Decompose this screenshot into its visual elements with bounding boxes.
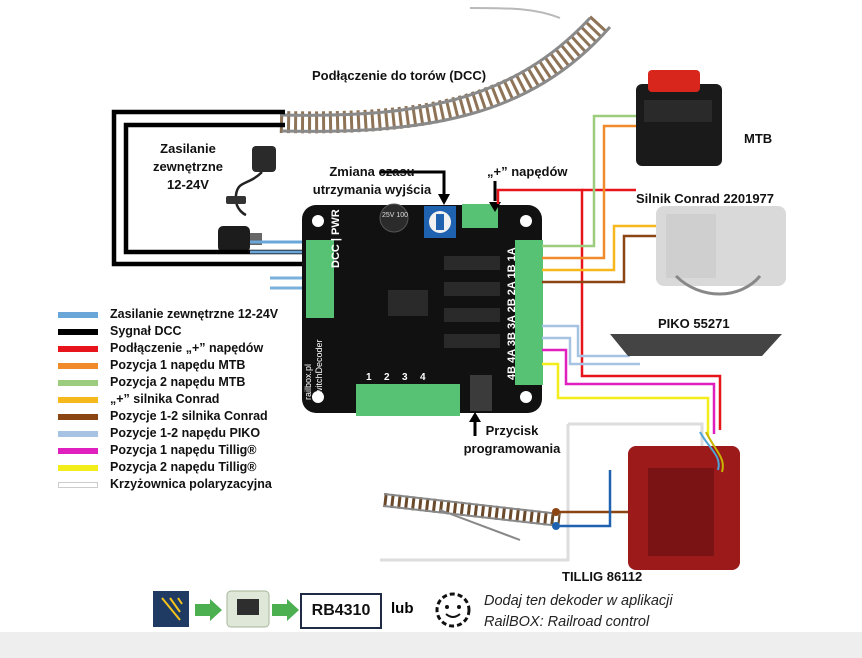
legend-label: Pozycja 1 napędu MTB xyxy=(110,358,246,372)
board-pwr-label: DCC | PWR xyxy=(330,209,342,268)
hold-time-line1: Zmiana czasu xyxy=(329,164,415,179)
board-input-3: 3 xyxy=(402,372,408,383)
power-label-line3: 12-24V xyxy=(167,177,209,192)
prog-label-line1: Przycisk xyxy=(485,423,539,438)
power-adapter-icon xyxy=(226,146,276,217)
app-hint-line2: RailBOX: Railroad control xyxy=(484,614,650,630)
legend-item: Pozycja 2 napędu Tillig® xyxy=(58,460,358,475)
app-hint: Dodaj ten dekoder w aplikacji RailBOX: R… xyxy=(484,591,673,633)
decoder-app-icon xyxy=(226,590,270,628)
legend-swatch xyxy=(58,414,98,420)
legend-item: Pozycje 1-2 silnika Conrad xyxy=(58,409,358,424)
prog-button-label: Przycisk programowania xyxy=(452,422,572,458)
legend-item: Podłączenie „+” napędów xyxy=(58,341,358,356)
hold-time-line2: utrzymania wyjścia xyxy=(312,182,432,197)
plus-drives-label: „+” napędów xyxy=(487,164,568,179)
legend-swatch xyxy=(58,482,98,488)
power-label-line1: Zasilanie xyxy=(160,141,216,156)
prog-label-line2: programowania xyxy=(463,441,561,456)
legend-label: Krzyżownica polaryzacyjna xyxy=(110,477,272,491)
legend-item: Pozycja 1 napędu MTB xyxy=(58,358,358,373)
rail-track-icon xyxy=(279,7,612,134)
legend-swatch xyxy=(58,448,98,454)
decoder-board xyxy=(302,203,543,416)
board-input-4: 4 xyxy=(420,372,426,383)
legend-label: Pozycje 1-2 silnika Conrad xyxy=(110,409,268,423)
conrad-motor xyxy=(656,206,786,296)
power-label-line2: zewnętrzne xyxy=(152,159,224,174)
legend-item: Zasilanie zewnętrzne 12-24V xyxy=(58,307,358,322)
legend-label: Pozycje 1-2 napędu PIKO xyxy=(110,426,261,440)
legend-item: „+” silnika Conrad xyxy=(58,392,358,407)
mtb-drive xyxy=(636,70,722,166)
or-label: lub xyxy=(391,600,414,617)
legend-item: Pozycje 1-2 napędu PIKO xyxy=(58,426,358,441)
legend-label: Podłączenie „+” napędów xyxy=(110,341,264,355)
tillig-drive xyxy=(628,431,740,570)
legend-swatch xyxy=(58,346,98,352)
potentiometer-icon xyxy=(424,206,456,238)
legend-swatch xyxy=(58,329,98,335)
legend-item: Sygnał DCC xyxy=(58,324,358,339)
green-arrow-icon xyxy=(195,599,222,621)
conrad-label: Silnik Conrad 2201977 xyxy=(636,191,775,206)
board-input-1: 1 xyxy=(366,372,372,383)
app-hint-line1: Dodaj ten dekoder w aplikacji xyxy=(484,593,673,609)
dc-jack-icon xyxy=(218,226,262,252)
legend-swatch xyxy=(58,465,98,471)
turnout-track xyxy=(383,493,561,541)
piko-label: PIKO 55271 xyxy=(658,316,730,331)
legend-swatch xyxy=(58,363,98,369)
legend-label: Pozycja 2 napędu Tillig® xyxy=(110,460,257,474)
legend-swatch xyxy=(58,397,98,403)
model-badge: RB4310 xyxy=(300,593,382,629)
legend-item: Krzyżownica polaryzacyjna xyxy=(58,477,358,492)
mtb-label: MTB xyxy=(744,131,773,146)
legend-label: Sygnał DCC xyxy=(110,324,182,338)
tillig-label: TILLIG 86112 xyxy=(562,569,643,584)
legend-label: Zasilanie zewnętrzne 12-24V xyxy=(110,307,279,321)
capacitor-text: 25V 100 xyxy=(382,212,409,219)
legend-swatch xyxy=(58,312,98,318)
gear-smile-icon xyxy=(435,592,471,628)
legend-swatch xyxy=(58,431,98,437)
railbox-logo-icon xyxy=(153,591,189,627)
piko-drive xyxy=(610,334,782,356)
legend-item: Pozycja 2 napędu MTB xyxy=(58,375,358,390)
board-outputs-label: 4B 4A 3B 3A 2B 2A 1B 1A xyxy=(506,247,518,380)
legend-swatch xyxy=(58,380,98,386)
green-arrow-icon xyxy=(272,599,299,621)
hold-time-label: Zmiana czasu utrzymania wyjścia xyxy=(302,163,442,199)
legend-item: Pozycja 1 napędu Tillig® xyxy=(58,443,358,458)
power-label: Zasilanie zewnętrzne 12-24V xyxy=(140,140,236,194)
legend-label: Pozycja 2 napędu MTB xyxy=(110,375,246,389)
legend-label: Pozycja 1 napędu Tillig® xyxy=(110,443,257,457)
footer-band xyxy=(0,632,862,658)
track-label: Podłączenie do torów (DCC) xyxy=(312,68,487,83)
board-input-2: 2 xyxy=(384,372,390,383)
legend-label: „+” silnika Conrad xyxy=(110,392,220,406)
